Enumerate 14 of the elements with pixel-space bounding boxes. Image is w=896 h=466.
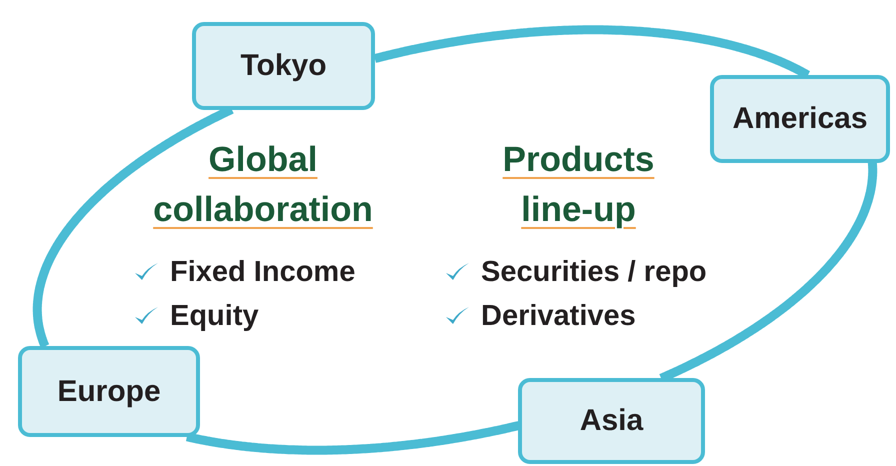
city-box xyxy=(710,75,890,163)
list-item: Securities / repo xyxy=(481,255,707,289)
city-name: Tokyo xyxy=(240,49,327,83)
city-box xyxy=(518,378,705,464)
list-item: Derivatives xyxy=(481,299,636,333)
section-heading: Global collaboration xyxy=(152,139,374,231)
section-heading: Products line-up xyxy=(502,139,656,231)
list-item: Fixed Income xyxy=(170,255,356,289)
list-item: Equity xyxy=(170,299,259,333)
city-box xyxy=(18,346,200,437)
city-name: Americas xyxy=(732,102,868,136)
city-name: Europe xyxy=(57,374,161,408)
city-name: Asia xyxy=(580,404,644,438)
city-box xyxy=(192,22,375,110)
